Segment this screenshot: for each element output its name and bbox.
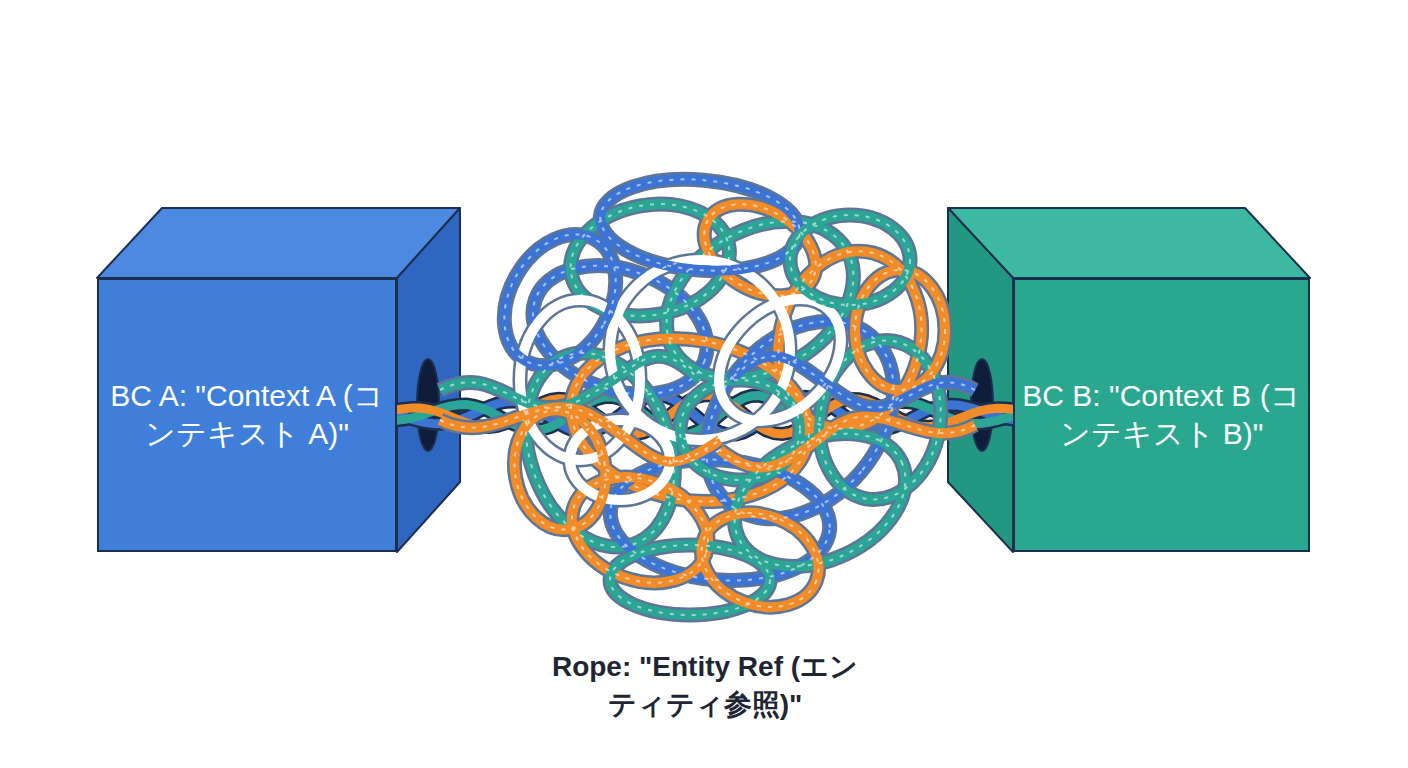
context-label: BC B: "Context B (コンテキスト B)" bbox=[1022, 377, 1302, 453]
context-box: BC A: "Context A (コンテキスト A)" bbox=[97, 278, 397, 552]
edge-label: Rope: "Entity Ref (エンティティ参照)" bbox=[545, 648, 865, 724]
rope-twist bbox=[440, 171, 975, 622]
rope-loops bbox=[440, 171, 975, 622]
context-box: BC B: "Context B (コンテキスト B)" bbox=[1013, 278, 1310, 552]
rope-outline bbox=[440, 171, 975, 622]
context-label: BC A: "Context A (コンテキスト A)" bbox=[107, 377, 387, 453]
